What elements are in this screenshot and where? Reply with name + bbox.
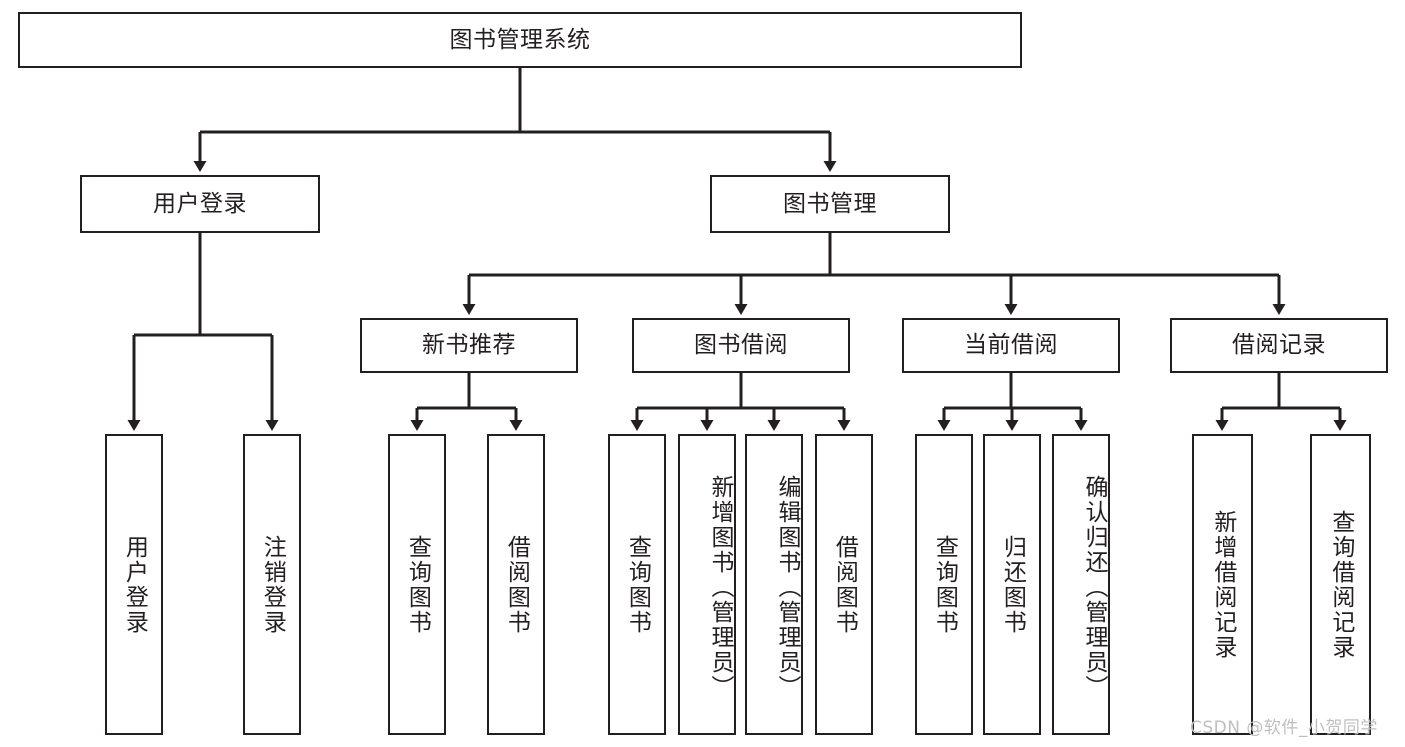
node-leaf-add-book-admin-label: 新增图书（管理员） — [707, 475, 733, 700]
node-root[interactable]: 图书管理系统 — [18, 12, 1022, 68]
node-user-login[interactable]: 用户登录 — [80, 175, 320, 233]
node-book-borrow-label: 图书借阅 — [694, 332, 788, 359]
node-leaf-borrow-book-1-label: 借阅图书 — [503, 534, 530, 635]
node-leaf-return-book[interactable]: 归还图书 — [983, 434, 1041, 735]
node-leaf-query-book-1[interactable]: 查询图书 — [388, 434, 446, 735]
node-leaf-edit-book-admin-label: 编辑图书（管理员） — [774, 475, 800, 700]
node-user-login-label: 用户登录 — [153, 190, 247, 217]
node-leaf-query-borrow-record-label: 查询借阅记录 — [1327, 509, 1354, 660]
node-leaf-confirm-return-admin[interactable]: 确认归还（管理员） — [1052, 434, 1110, 735]
node-current-borrow-label: 当前借阅 — [964, 332, 1058, 359]
node-borrow-record-label: 借阅记录 — [1232, 332, 1326, 359]
node-leaf-query-book-2-label: 查询图书 — [624, 534, 651, 635]
node-leaf-confirm-return-admin-label: 确认归还（管理员） — [1081, 475, 1107, 700]
node-book-manage-label: 图书管理 — [783, 190, 877, 217]
node-leaf-user-login-label: 用户登录 — [121, 534, 148, 635]
node-leaf-add-book-admin[interactable]: 新增图书（管理员） — [678, 434, 736, 735]
node-borrow-record[interactable]: 借阅记录 — [1170, 318, 1388, 373]
node-leaf-logout[interactable]: 注销登录 — [243, 434, 301, 735]
csdn-watermark: CSDN @软件_小贺同学 — [1190, 718, 1378, 738]
node-book-borrow[interactable]: 图书借阅 — [632, 318, 850, 373]
node-leaf-logout-label: 注销登录 — [259, 534, 286, 635]
node-leaf-borrow-book-2[interactable]: 借阅图书 — [815, 434, 873, 735]
node-leaf-query-borrow-record[interactable]: 查询借阅记录 — [1310, 434, 1371, 735]
node-leaf-borrow-book-1[interactable]: 借阅图书 — [487, 434, 545, 735]
node-leaf-add-borrow-record[interactable]: 新增借阅记录 — [1192, 434, 1253, 735]
node-leaf-query-book-3-label: 查询图书 — [931, 534, 958, 635]
node-leaf-query-book-2[interactable]: 查询图书 — [608, 434, 666, 735]
node-leaf-query-book-1-label: 查询图书 — [404, 534, 431, 635]
node-leaf-edit-book-admin[interactable]: 编辑图书（管理员） — [745, 434, 803, 735]
node-current-borrow[interactable]: 当前借阅 — [902, 318, 1120, 373]
node-new-book-recommend[interactable]: 新书推荐 — [360, 318, 578, 373]
node-leaf-return-book-label: 归还图书 — [999, 534, 1026, 635]
node-leaf-add-borrow-record-label: 新增借阅记录 — [1209, 509, 1236, 660]
node-root-label: 图书管理系统 — [449, 26, 591, 53]
node-leaf-user-login[interactable]: 用户登录 — [105, 434, 163, 735]
node-new-book-recommend-label: 新书推荐 — [422, 332, 516, 359]
node-leaf-borrow-book-2-label: 借阅图书 — [831, 534, 858, 635]
node-book-manage[interactable]: 图书管理 — [710, 175, 950, 233]
node-leaf-query-book-3[interactable]: 查询图书 — [915, 434, 973, 735]
